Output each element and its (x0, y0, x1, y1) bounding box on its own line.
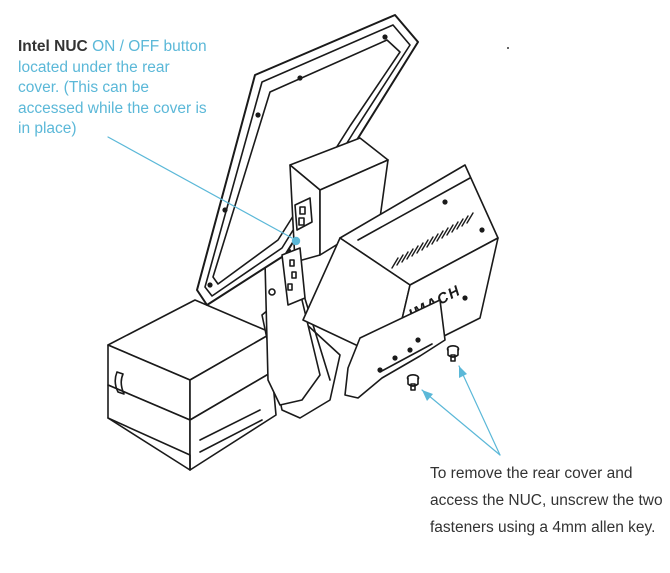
fastener-right (446, 344, 460, 362)
onoff-button-icon (291, 236, 301, 246)
nuc-callout-text: button located under the rear cover. (Th… (18, 38, 207, 137)
fastener-leader-line (458, 365, 501, 456)
stand-base (261, 249, 341, 419)
nuc-callout-title: Intel NUC (18, 38, 88, 55)
nuc-port (298, 217, 305, 226)
nuc-callout: Intel NUC ON / OFF button located under … (18, 37, 208, 140)
cover-callout: To remove the rear cover and access the … (430, 460, 665, 541)
fastener-left (406, 373, 420, 391)
printer-module (107, 299, 277, 471)
cover-vent (391, 212, 474, 269)
nuc-leader-line (107, 136, 293, 239)
nuc-callout-onoff: ON / OFF (92, 38, 160, 55)
cover-callout-text: To remove the rear cover and access the … (430, 465, 663, 536)
arrow-head-icon (422, 390, 433, 401)
arrow-head-icon (459, 366, 467, 378)
stand-screw (268, 288, 276, 296)
stray-dot (507, 47, 509, 49)
fastener-leader-line (421, 389, 501, 456)
callout-leaders (107, 136, 501, 456)
nuc-port (299, 206, 306, 215)
printer-slot (114, 371, 125, 395)
mount-bracket (344, 299, 446, 399)
